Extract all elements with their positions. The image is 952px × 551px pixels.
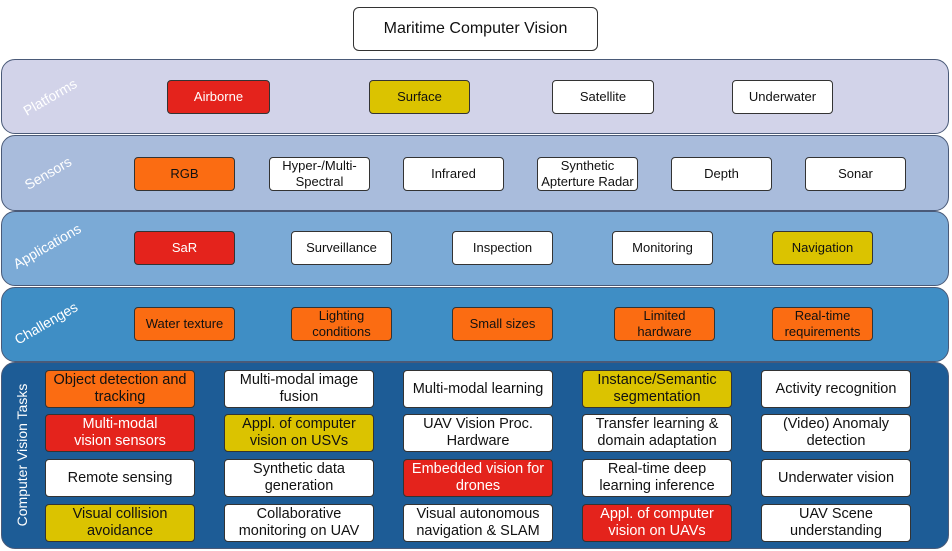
tasks-node: UAV Scene understanding <box>761 504 911 542</box>
tasks-node: Multi-modal image fusion <box>224 370 374 408</box>
sensors-node: Infrared <box>403 157 504 191</box>
tasks-node: Collaborative monitoring on UAV <box>224 504 374 542</box>
tasks-node: UAV Vision Proc. Hardware <box>403 414 553 452</box>
applications-node: SaR <box>134 231 235 265</box>
tasks-node: Transfer learning & domain adaptation <box>582 414 732 452</box>
tasks-node: Instance/Semantic segmentation <box>582 370 732 408</box>
tasks-node: Underwater vision <box>761 459 911 497</box>
sensors-node: RGB <box>134 157 235 191</box>
applications-node: Navigation <box>772 231 873 265</box>
tasks-node: (Video) Anomaly detection <box>761 414 911 452</box>
tasks-node: Multi-modal vision sensors <box>45 414 195 452</box>
challenges-node: Water texture <box>134 307 235 341</box>
tasks-node: Activity recognition <box>761 370 911 408</box>
sensors-node: Depth <box>671 157 772 191</box>
challenges-node: Real-time requirements <box>772 307 873 341</box>
diagram-title: Maritime Computer Vision <box>353 7 598 51</box>
platforms-node: Surface <box>369 80 470 114</box>
challenges-node: Lighting conditions <box>291 307 392 341</box>
sensors-node: Synthetic Apterture Radar <box>537 157 638 191</box>
tasks-node: Object detection and tracking <box>45 370 195 408</box>
platforms-node: Underwater <box>732 80 833 114</box>
sensors-node: Sonar <box>805 157 906 191</box>
tasks-node: Visual autonomous navigation & SLAM <box>403 504 553 542</box>
applications-node: Inspection <box>452 231 553 265</box>
tasks-node: Synthetic data generation <box>224 459 374 497</box>
tasks-node: Embedded vision for drones <box>403 459 553 497</box>
applications-node: Monitoring <box>612 231 713 265</box>
tasks-node: Remote sensing <box>45 459 195 497</box>
tasks-node: Multi-modal learning <box>403 370 553 408</box>
platforms-node: Satellite <box>552 80 654 114</box>
tasks-node: Appl. of computer vision on UAVs <box>582 504 732 542</box>
sensors-node: Hyper-/Multi- Spectral <box>269 157 370 191</box>
challenges-node: Small sizes <box>452 307 553 341</box>
tasks-node: Real-time deep learning inference <box>582 459 732 497</box>
tasks-band-label: Computer Vision Tasks <box>14 383 30 527</box>
tasks-node: Visual collision avoidance <box>45 504 195 542</box>
applications-node: Surveillance <box>291 231 392 265</box>
tasks-node: Appl. of computer vision on USVs <box>224 414 374 452</box>
platforms-node: Airborne <box>167 80 270 114</box>
challenges-node: Limited hardware <box>614 307 715 341</box>
